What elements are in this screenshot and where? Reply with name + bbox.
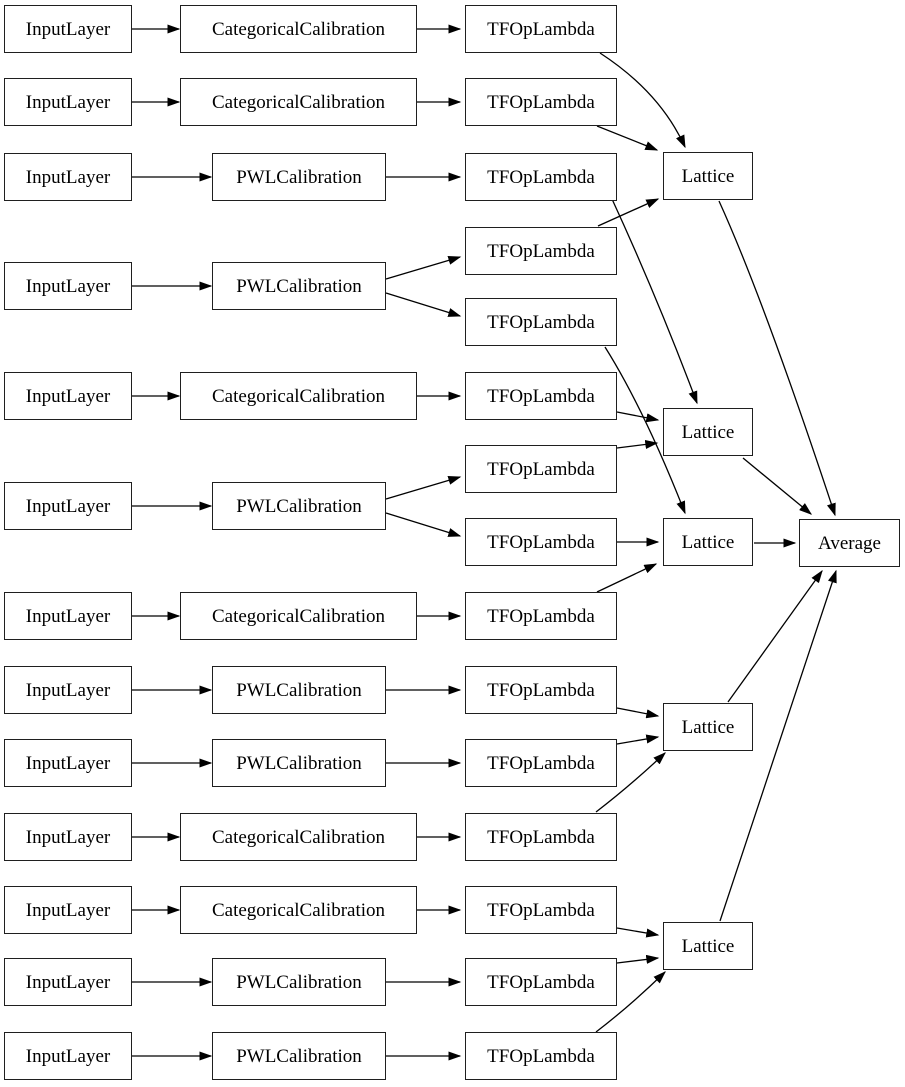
node-in10: InputLayer: [4, 813, 132, 861]
node-in13: InputLayer: [4, 1032, 132, 1080]
node-op7: TFOpLambda: [465, 445, 617, 493]
node-op3: TFOpLambda: [465, 153, 617, 201]
edge-op11-lat4: [616, 734, 660, 745]
node-lat5: Lattice: [663, 922, 753, 970]
node-cal8: PWLCalibration: [212, 666, 386, 714]
node-cal10: CategoricalCalibration: [180, 813, 417, 861]
node-lat2: Lattice: [663, 408, 753, 456]
node-cal4: PWLCalibration: [212, 262, 386, 310]
node-op5: TFOpLambda: [465, 298, 617, 346]
node-in1: InputLayer: [4, 5, 132, 53]
edge-cal6-op7: [385, 475, 462, 500]
node-lat4: Lattice: [663, 703, 753, 751]
edge-op7-lat2: [616, 439, 659, 449]
node-op12: TFOpLambda: [465, 813, 617, 861]
edge-op14-lat5: [616, 954, 660, 964]
node-cal5: CategoricalCalibration: [180, 372, 417, 420]
edge-op3-lat2: [611, 198, 698, 405]
edge-op10-lat4: [616, 707, 660, 719]
node-cal7: CategoricalCalibration: [180, 592, 417, 640]
edge-cal4-op4: [385, 255, 462, 280]
node-op15: TFOpLambda: [465, 1032, 617, 1080]
node-in8: InputLayer: [4, 666, 132, 714]
edge-op9-lat3: [596, 563, 658, 593]
node-op6: TFOpLambda: [465, 372, 617, 420]
node-cal9: PWLCalibration: [212, 739, 386, 787]
edge-cal4-op5: [385, 292, 462, 317]
node-lat3: Lattice: [663, 518, 753, 566]
node-in4: InputLayer: [4, 262, 132, 310]
node-in6: InputLayer: [4, 482, 132, 530]
node-lat1: Lattice: [663, 152, 753, 200]
node-in9: InputLayer: [4, 739, 132, 787]
node-in12: InputLayer: [4, 958, 132, 1006]
node-in2: InputLayer: [4, 78, 132, 126]
node-op4: TFOpLambda: [465, 227, 617, 275]
node-cal3: PWLCalibration: [212, 153, 386, 201]
edge-lat4-avg: [727, 569, 823, 703]
edge-cal6-op8: [385, 512, 462, 537]
node-op10: TFOpLambda: [465, 666, 617, 714]
node-in11: InputLayer: [4, 886, 132, 934]
node-op13: TFOpLambda: [465, 886, 617, 934]
edge-lat2-avg: [742, 457, 813, 515]
node-cal12: PWLCalibration: [212, 958, 386, 1006]
edge-op4-lat1: [597, 198, 660, 227]
node-op8: TFOpLambda: [465, 518, 617, 566]
node-op1: TFOpLambda: [465, 5, 617, 53]
node-cal6: PWLCalibration: [212, 482, 386, 530]
node-op2: TFOpLambda: [465, 78, 617, 126]
node-cal1: CategoricalCalibration: [180, 5, 417, 53]
node-cal2: CategoricalCalibration: [180, 78, 417, 126]
node-in5: InputLayer: [4, 372, 132, 420]
node-op11: TFOpLambda: [465, 739, 617, 787]
node-in7: InputLayer: [4, 592, 132, 640]
node-op9: TFOpLambda: [465, 592, 617, 640]
edge-lat1-avg: [718, 200, 836, 517]
edge-op2-lat1: [596, 125, 659, 151]
edge-op6-lat2: [616, 411, 660, 423]
edge-op13-lat5: [616, 927, 660, 938]
node-op14: TFOpLambda: [465, 958, 617, 1006]
node-avg: Average: [799, 519, 900, 567]
node-cal11: CategoricalCalibration: [180, 886, 417, 934]
node-cal13: PWLCalibration: [212, 1032, 386, 1080]
node-in3: InputLayer: [4, 153, 132, 201]
